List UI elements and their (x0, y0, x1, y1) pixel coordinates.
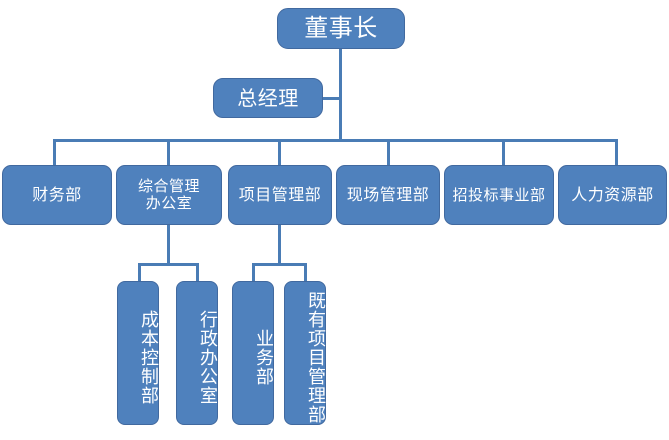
connector-drop-finance (53, 139, 56, 166)
node-human-resources-dept[interactable]: 人力资源部 (558, 165, 667, 225)
node-site-management-dept[interactable]: 现场管理部 (336, 165, 440, 225)
node-general-manager[interactable]: 总经理 (213, 78, 323, 118)
node-general-admin-office-label-line1: 综合管理 (137, 177, 200, 196)
node-project-management-dept-label: 项目管理部 (238, 185, 322, 205)
node-business-dept-label: 业务部 (253, 329, 274, 386)
node-general-admin-office[interactable]: 综合管理 办公室 (116, 165, 222, 225)
connector-drop-site-management (387, 139, 390, 166)
node-chairman-label: 董事长 (304, 14, 378, 43)
connector-drop-human-resources (615, 139, 618, 166)
node-bidding-division[interactable]: 招投标事业部 (444, 165, 554, 225)
connector-drop-existing-project (304, 263, 307, 282)
connector-drop-business (252, 263, 255, 282)
connector-chairman-vertical (339, 48, 342, 142)
node-cost-control-dept[interactable]: 成本控制部 (117, 281, 159, 425)
node-cost-control-dept-label: 成本控制部 (138, 310, 159, 405)
node-general-admin-office-label-line2: 办公室 (145, 194, 193, 212)
node-finance-dept-label: 财务部 (32, 185, 82, 205)
node-chairman[interactable]: 董事长 (277, 8, 405, 49)
node-administrative-office[interactable]: 行政办公室 (176, 281, 218, 425)
node-existing-project-management-dept-label: 既有项目管理部 (305, 291, 326, 424)
node-site-management-dept-label: 现场管理部 (346, 185, 430, 205)
connector-project-management-childbus (252, 263, 307, 266)
node-administrative-office-label: 行政办公室 (197, 310, 218, 405)
node-general-manager-label: 总经理 (237, 85, 299, 110)
connector-level3-bus (53, 139, 618, 142)
connector-general-admin-down (167, 225, 170, 264)
connector-drop-cost-control (138, 263, 141, 282)
connector-drop-project-management (278, 139, 281, 166)
node-existing-project-management-dept[interactable]: 既有项目管理部 (284, 281, 326, 425)
connector-general-manager-stub (323, 97, 342, 100)
connector-general-admin-childbus (138, 263, 199, 266)
connector-drop-general-admin (167, 139, 170, 166)
node-project-management-dept[interactable]: 项目管理部 (228, 165, 332, 225)
node-finance-dept[interactable]: 财务部 (2, 165, 112, 225)
node-business-dept[interactable]: 业务部 (232, 281, 274, 425)
connector-drop-bidding (502, 139, 505, 166)
node-human-resources-dept-label: 人力资源部 (571, 185, 654, 205)
connector-drop-administrative-office (196, 263, 199, 282)
connector-project-management-down (278, 225, 281, 264)
node-bidding-division-label: 招投标事业部 (452, 185, 546, 204)
